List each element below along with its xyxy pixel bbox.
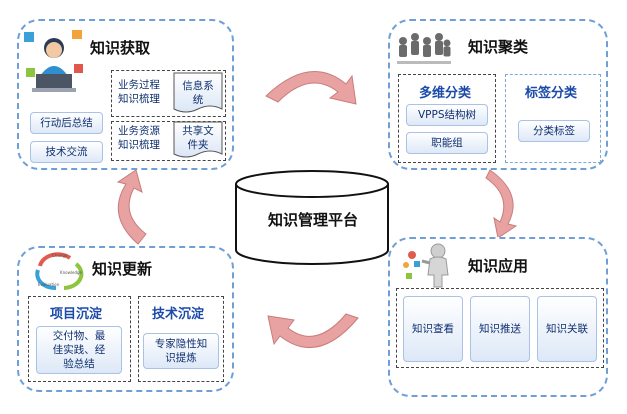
- person-ideas-icon: [402, 241, 460, 289]
- cycle-icon: Change Knowledge Evaluation: [30, 250, 86, 292]
- apply-group: [396, 288, 604, 368]
- tag-class-heading: 标签分类: [525, 86, 578, 101]
- acquire-title: 知识获取: [90, 39, 151, 57]
- arrow-acquire-to-cluster: [262, 62, 362, 107]
- info-system-doc-icon: [172, 69, 224, 115]
- arrow-update-to-acquire: [108, 169, 148, 246]
- update-title: 知识更新: [92, 260, 153, 278]
- cluster-title: 知识聚类: [468, 38, 529, 56]
- deliverables-box: 交付物、最 佳实践、经 验总结: [36, 326, 122, 374]
- platform-cylinder-icon: [232, 168, 392, 268]
- multi-dim-group: [398, 74, 496, 163]
- apply-title: 知识应用: [468, 257, 529, 275]
- expert-tacit-box: 专家隐性知 识提炼: [143, 333, 219, 369]
- function-group-box: 职能组: [406, 132, 488, 154]
- cycle-label-change: Change: [52, 253, 68, 258]
- people-network-icon: [395, 29, 453, 69]
- after-action-summary-box: 行动后总结: [30, 112, 103, 134]
- business-resource-group: [111, 121, 226, 161]
- arrow-cluster-to-apply: [485, 168, 526, 240]
- tech-precip-heading: 技术沉淀: [152, 307, 205, 322]
- knowledge-link-box: 知识关联: [537, 296, 597, 362]
- multi-dim-heading: 多维分类: [419, 86, 472, 101]
- business-process-group: [111, 70, 226, 117]
- class-tag-box: 分类标签: [518, 120, 590, 142]
- shared-folder-doc-icon: [172, 118, 224, 160]
- vpps-tree-box: VPPS结构树: [406, 104, 488, 126]
- tag-class-group: [505, 74, 601, 163]
- arrow-apply-to-update: [262, 310, 362, 358]
- business-process-label: 业务过程 知识梳理: [118, 79, 160, 105]
- person-computer-icon: [22, 28, 86, 96]
- cycle-label-knowledge: Knowledge: [60, 270, 83, 275]
- tech-exchange-box: 技术交流: [30, 141, 103, 163]
- business-resource-label: 业务资源 知识梳理: [118, 125, 160, 151]
- project-precip-group: [28, 296, 131, 382]
- platform-title: 知识管理平台: [267, 211, 358, 229]
- knowledge-push-box: 知识推送: [470, 296, 530, 362]
- project-precip-heading: 项目沉淀: [50, 307, 103, 322]
- info-system-label: 信息系 统: [182, 80, 214, 106]
- knowledge-view-box: 知识查看: [403, 296, 463, 362]
- cycle-label-evaluation: Evaluation: [38, 282, 60, 287]
- shared-folder-label: 共享文 件夹: [182, 125, 214, 151]
- tech-precip-group: [138, 296, 224, 382]
